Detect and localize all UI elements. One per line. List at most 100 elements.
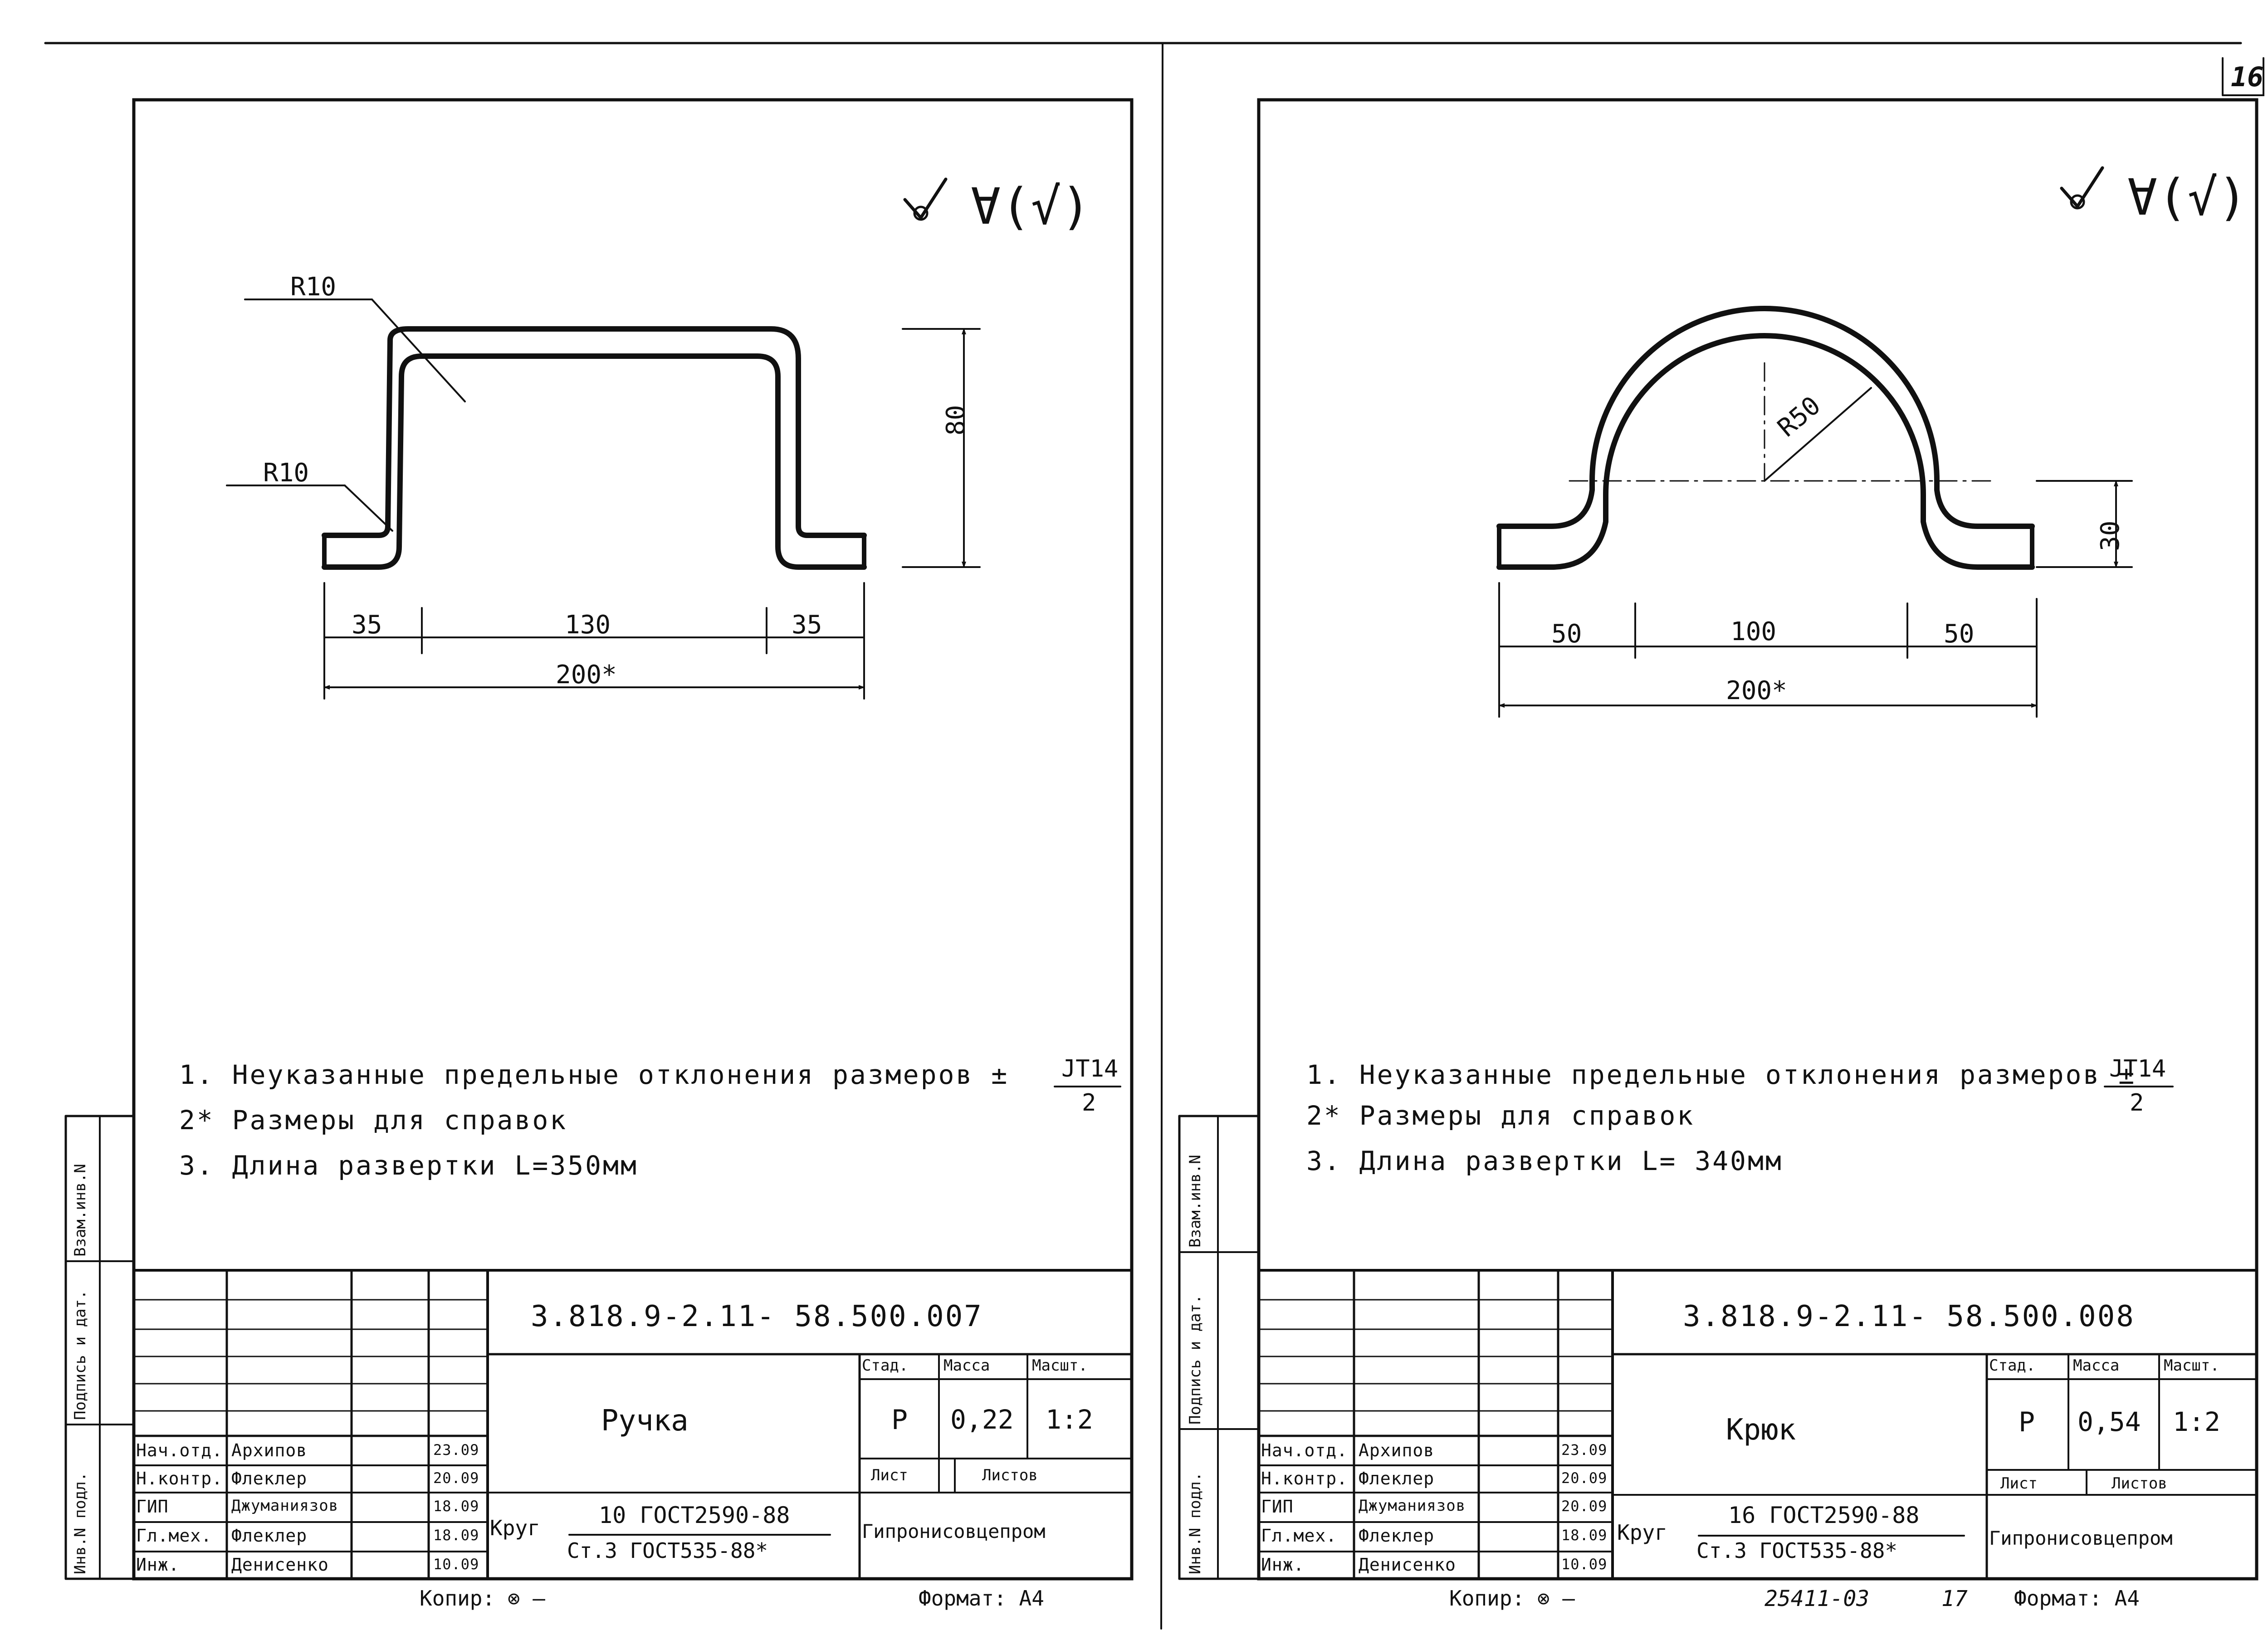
part-name: Ручка bbox=[601, 1404, 689, 1438]
organization-right: Гипронисовцепром bbox=[1989, 1527, 2173, 1549]
sig-name-3-right: Джуманиязов bbox=[1359, 1497, 1466, 1515]
side-label-inv-podl-right: Инв.N подл. bbox=[1186, 1472, 1204, 1574]
page-number-box bbox=[2222, 57, 2264, 96]
stage-value: Р bbox=[891, 1404, 908, 1436]
sheets-header: Листов bbox=[982, 1466, 1038, 1484]
material-prefix-right: Круг bbox=[1617, 1520, 1667, 1545]
part-name-right: Крюк bbox=[1726, 1413, 1796, 1447]
stage-value-right: Р bbox=[2019, 1406, 2035, 1438]
copied-by-right: Копир: ⊗ — bbox=[1449, 1586, 1575, 1611]
sig-role-2: Н.контр. bbox=[136, 1469, 223, 1488]
tolerance-numerator-right: JT14 bbox=[2109, 1055, 2166, 1082]
note-2-right: 2* Размеры для справок bbox=[1306, 1100, 1695, 1131]
roughness-mark-left: ∀(√) bbox=[971, 177, 1091, 235]
col-scale-header: Масшт. bbox=[1032, 1356, 1088, 1375]
sig-role-1: Нач.отд. bbox=[136, 1440, 223, 1460]
dim-100: 100 bbox=[1730, 617, 1777, 646]
side-label-podpis-right: Подпись и дат. bbox=[1186, 1294, 1204, 1425]
sig-date-5-right: 10.09 bbox=[1561, 1556, 1608, 1573]
side-label-vzam: Взам.инв.N bbox=[71, 1164, 89, 1257]
sig-name-1: Архипов bbox=[231, 1440, 308, 1460]
tolerance-denominator: 2 bbox=[1082, 1089, 1096, 1116]
sig-date-3-right: 20.09 bbox=[1561, 1498, 1608, 1515]
note-3-right: 3. Длина развертки L= 340мм bbox=[1306, 1146, 1783, 1176]
side-label-podpis: Подпись и дат. bbox=[71, 1290, 89, 1420]
sig-date-1: 23.09 bbox=[433, 1441, 479, 1459]
sig-role-5-right: Инж. bbox=[1261, 1555, 1305, 1575]
side-label-vzam-right: Взам.инв.N bbox=[1186, 1155, 1204, 1248]
format-label-right: Формат: А4 bbox=[2014, 1586, 2140, 1611]
sheets-header-right: Листов bbox=[2112, 1474, 2167, 1493]
material-bottom-right: Ст.3 ГОСТ535-88* bbox=[1696, 1538, 1898, 1563]
organization: Гипронисовцепром bbox=[862, 1520, 1046, 1542]
dim-50-right: 50 bbox=[1944, 619, 1975, 649]
right-frame bbox=[1257, 98, 2258, 1581]
handle-outline-outer bbox=[322, 353, 867, 570]
sig-role-4: Гл.мех. bbox=[136, 1526, 212, 1546]
sig-name-5: Денисенко bbox=[231, 1555, 329, 1575]
sig-role-4-right: Гл.мех. bbox=[1261, 1526, 1337, 1546]
sheet-fold-line bbox=[1160, 42, 1163, 1630]
sheet-header-right: Лист bbox=[2000, 1474, 2038, 1493]
footer-sheet-number: 17 bbox=[1941, 1586, 1968, 1611]
note-2: 2* Размеры для справок bbox=[179, 1105, 568, 1136]
sig-name-3: Джуманиязов bbox=[231, 1497, 339, 1515]
sig-name-5-right: Денисенко bbox=[1359, 1555, 1456, 1575]
sig-role-3: ГИП bbox=[136, 1497, 169, 1517]
sig-date-2-right: 20.09 bbox=[1561, 1469, 1608, 1487]
doc-code-right: 3.818.9-2.11- 58.500.008 bbox=[1683, 1300, 2135, 1333]
col-stage-header-right: Стад. bbox=[1989, 1356, 2036, 1375]
scale-value-right: 1:2 bbox=[2173, 1406, 2220, 1437]
sig-date-5: 10.09 bbox=[433, 1556, 479, 1573]
col-mass-header-right: Масса bbox=[2073, 1356, 2120, 1375]
dim-35-right: 35 bbox=[792, 610, 822, 640]
sig-name-1-right: Архипов bbox=[1359, 1440, 1435, 1460]
col-mass-header: Масса bbox=[943, 1356, 990, 1375]
doc-code: 3.818.9-2.11- 58.500.007 bbox=[531, 1300, 983, 1333]
mass-value-right: 0,54 bbox=[2077, 1406, 2141, 1437]
dim-35-left: 35 bbox=[352, 610, 382, 640]
sig-name-2: Флеклер bbox=[231, 1469, 308, 1488]
format-label: Формат: А4 bbox=[919, 1586, 1044, 1611]
sig-date-1-right: 23.09 bbox=[1561, 1441, 1608, 1459]
side-label-inv-podl: Инв.N подл. bbox=[71, 1472, 89, 1574]
material-bottom: Ст.3 ГОСТ535-88* bbox=[567, 1538, 768, 1563]
sig-role-3-right: ГИП bbox=[1261, 1497, 1294, 1517]
note-3: 3. Длина развертки L=350мм bbox=[179, 1150, 638, 1181]
sheet-header: Лист bbox=[871, 1466, 908, 1484]
note-1-right: 1. Неуказанные предельные отклонения раз… bbox=[1306, 1059, 2136, 1090]
hook-outline-inner bbox=[1496, 306, 2035, 529]
dim-total-200: 200* bbox=[556, 660, 617, 690]
sig-date-2: 20.09 bbox=[433, 1469, 479, 1487]
scale-value: 1:2 bbox=[1046, 1404, 1093, 1435]
hook-outline-outer bbox=[1496, 333, 2035, 570]
note-1: 1. Неуказанные предельные отклонения раз… bbox=[179, 1059, 1009, 1090]
sig-name-2-right: Флеклер bbox=[1359, 1469, 1435, 1488]
material-top-right: 16 ГОСТ2590-88 bbox=[1728, 1502, 1920, 1528]
sig-date-4: 18.09 bbox=[433, 1527, 479, 1544]
dim-130: 130 bbox=[565, 610, 611, 640]
material-prefix: Круг bbox=[490, 1516, 540, 1540]
dim-height-80: 80 bbox=[941, 405, 971, 436]
sig-date-3: 18.09 bbox=[433, 1498, 479, 1515]
page-number: 16 bbox=[2231, 61, 2264, 93]
tolerance-denominator-right: 2 bbox=[2130, 1089, 2144, 1116]
col-stage-header: Стад. bbox=[862, 1356, 909, 1375]
tolerance-numerator: JT14 bbox=[1061, 1055, 1119, 1082]
sig-date-4-right: 18.09 bbox=[1561, 1527, 1608, 1544]
sig-role-1-right: Нач.отд. bbox=[1261, 1440, 1348, 1460]
copied-by: Копир: ⊗ — bbox=[420, 1586, 545, 1611]
sig-name-4-right: Флеклер bbox=[1359, 1526, 1435, 1546]
roughness-mark-right: ∀(√) bbox=[2127, 168, 2248, 226]
dim-total-200-right: 200* bbox=[1726, 676, 1787, 705]
radius-label-bottom: R10 bbox=[263, 458, 309, 488]
dim-50-left: 50 bbox=[1551, 619, 1582, 649]
sig-name-4: Флеклер bbox=[231, 1526, 308, 1546]
footer-code: 25411-03 bbox=[1765, 1586, 1870, 1611]
sig-role-5: Инж. bbox=[136, 1555, 180, 1575]
radius-label-top: R10 bbox=[290, 272, 337, 302]
dim-height-30: 30 bbox=[2096, 520, 2125, 551]
material-top: 10 ГОСТ2590-88 bbox=[599, 1502, 790, 1528]
handle-outline-inner bbox=[322, 326, 867, 538]
